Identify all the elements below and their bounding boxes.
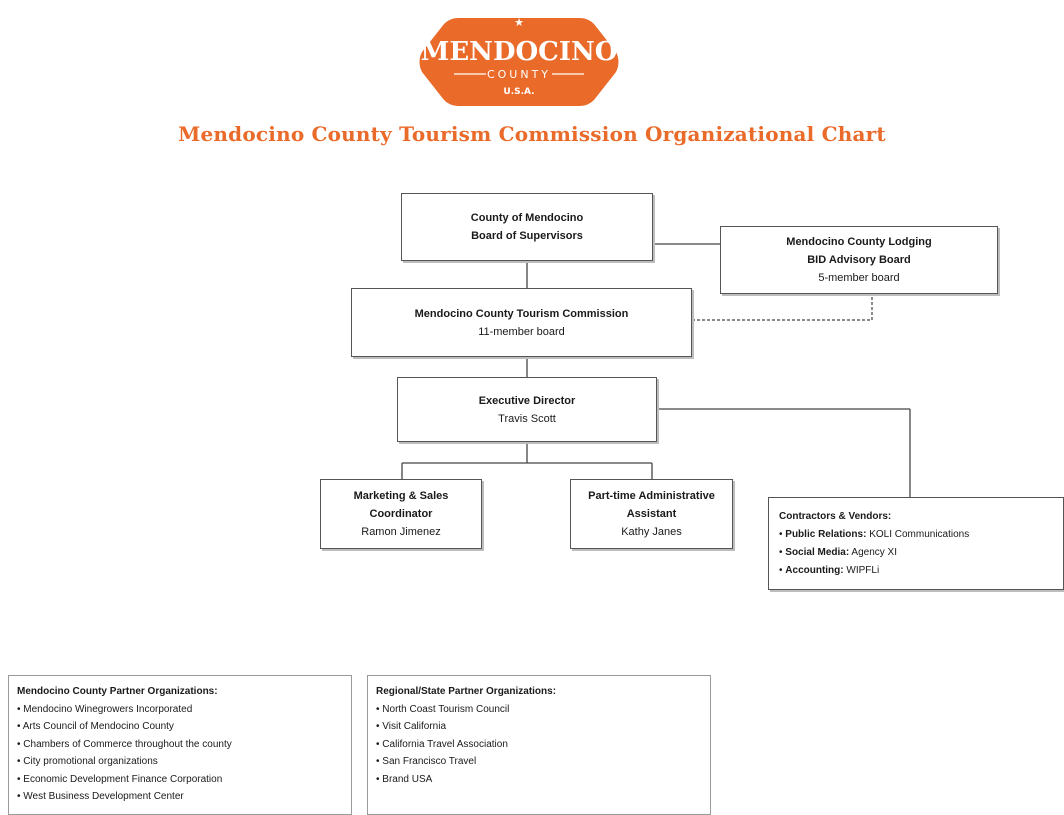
contractors-heading: Contractors & Vendors: [779, 511, 892, 522]
list-item: California Travel Association [376, 736, 710, 754]
executive-director-box: Executive Director Travis Scott [397, 377, 657, 442]
list-item: San Francisco Travel [376, 753, 710, 771]
list-item: Accounting: WIPFLi [779, 562, 1063, 580]
county-partners-box: Mendocino County Partner Organizations: … [8, 675, 352, 815]
regional-partners-list: North Coast Tourism Council Visit Califo… [376, 701, 710, 789]
mendocino-county-logo: ★ MENDOCINO COUNTY U.S.A. [419, 16, 619, 106]
contractors-vendors-box: Contractors & Vendors: Public Relations:… [768, 497, 1064, 590]
admin-assistant-box: Part-time Administrative Assistant Kathy… [570, 479, 733, 549]
list-item: Public Relations: KOLI Communications [779, 526, 1063, 544]
tourism-commission-box: Mendocino County Tourism Commission 11-m… [351, 288, 692, 357]
svg-text:COUNTY: COUNTY [487, 68, 551, 81]
svg-text:U.S.A.: U.S.A. [503, 87, 534, 97]
county-partners-heading: Mendocino County Partner Organizations: [17, 686, 218, 697]
chart-title: Mendocino County Tourism Commission Orga… [178, 122, 886, 146]
regional-partners-heading: Regional/State Partner Organizations: [376, 686, 557, 697]
list-item: Social Media: Agency XI [779, 544, 1063, 562]
board-of-supervisors-box: County of Mendocino Board of Supervisors [401, 193, 653, 261]
marketing-coordinator-box: Marketing & Sales Coordinator Ramon Jime… [320, 479, 482, 549]
svg-text:MENDOCINO: MENDOCINO [421, 37, 618, 67]
list-item: Mendocino Winegrowers Incorporated [17, 701, 351, 719]
lodging-bid-board-box: Mendocino County Lodging BID Advisory Bo… [720, 226, 998, 294]
list-item: Visit California [376, 718, 710, 736]
county-partners-list: Mendocino Winegrowers Incorporated Arts … [17, 701, 351, 806]
list-item: City promotional organizations [17, 753, 351, 771]
star-icon: ★ [514, 16, 524, 29]
list-item: Economic Development Finance Corporation [17, 771, 351, 789]
list-item: West Business Development Center [17, 788, 351, 806]
regional-partners-box: Regional/State Partner Organizations: No… [367, 675, 711, 815]
list-item: Chambers of Commerce throughout the coun… [17, 736, 351, 754]
list-item: Arts Council of Mendocino County [17, 718, 351, 736]
list-item: Brand USA [376, 771, 710, 789]
list-item: North Coast Tourism Council [376, 701, 710, 719]
contractors-list: Public Relations: KOLI Communications So… [779, 526, 1063, 580]
